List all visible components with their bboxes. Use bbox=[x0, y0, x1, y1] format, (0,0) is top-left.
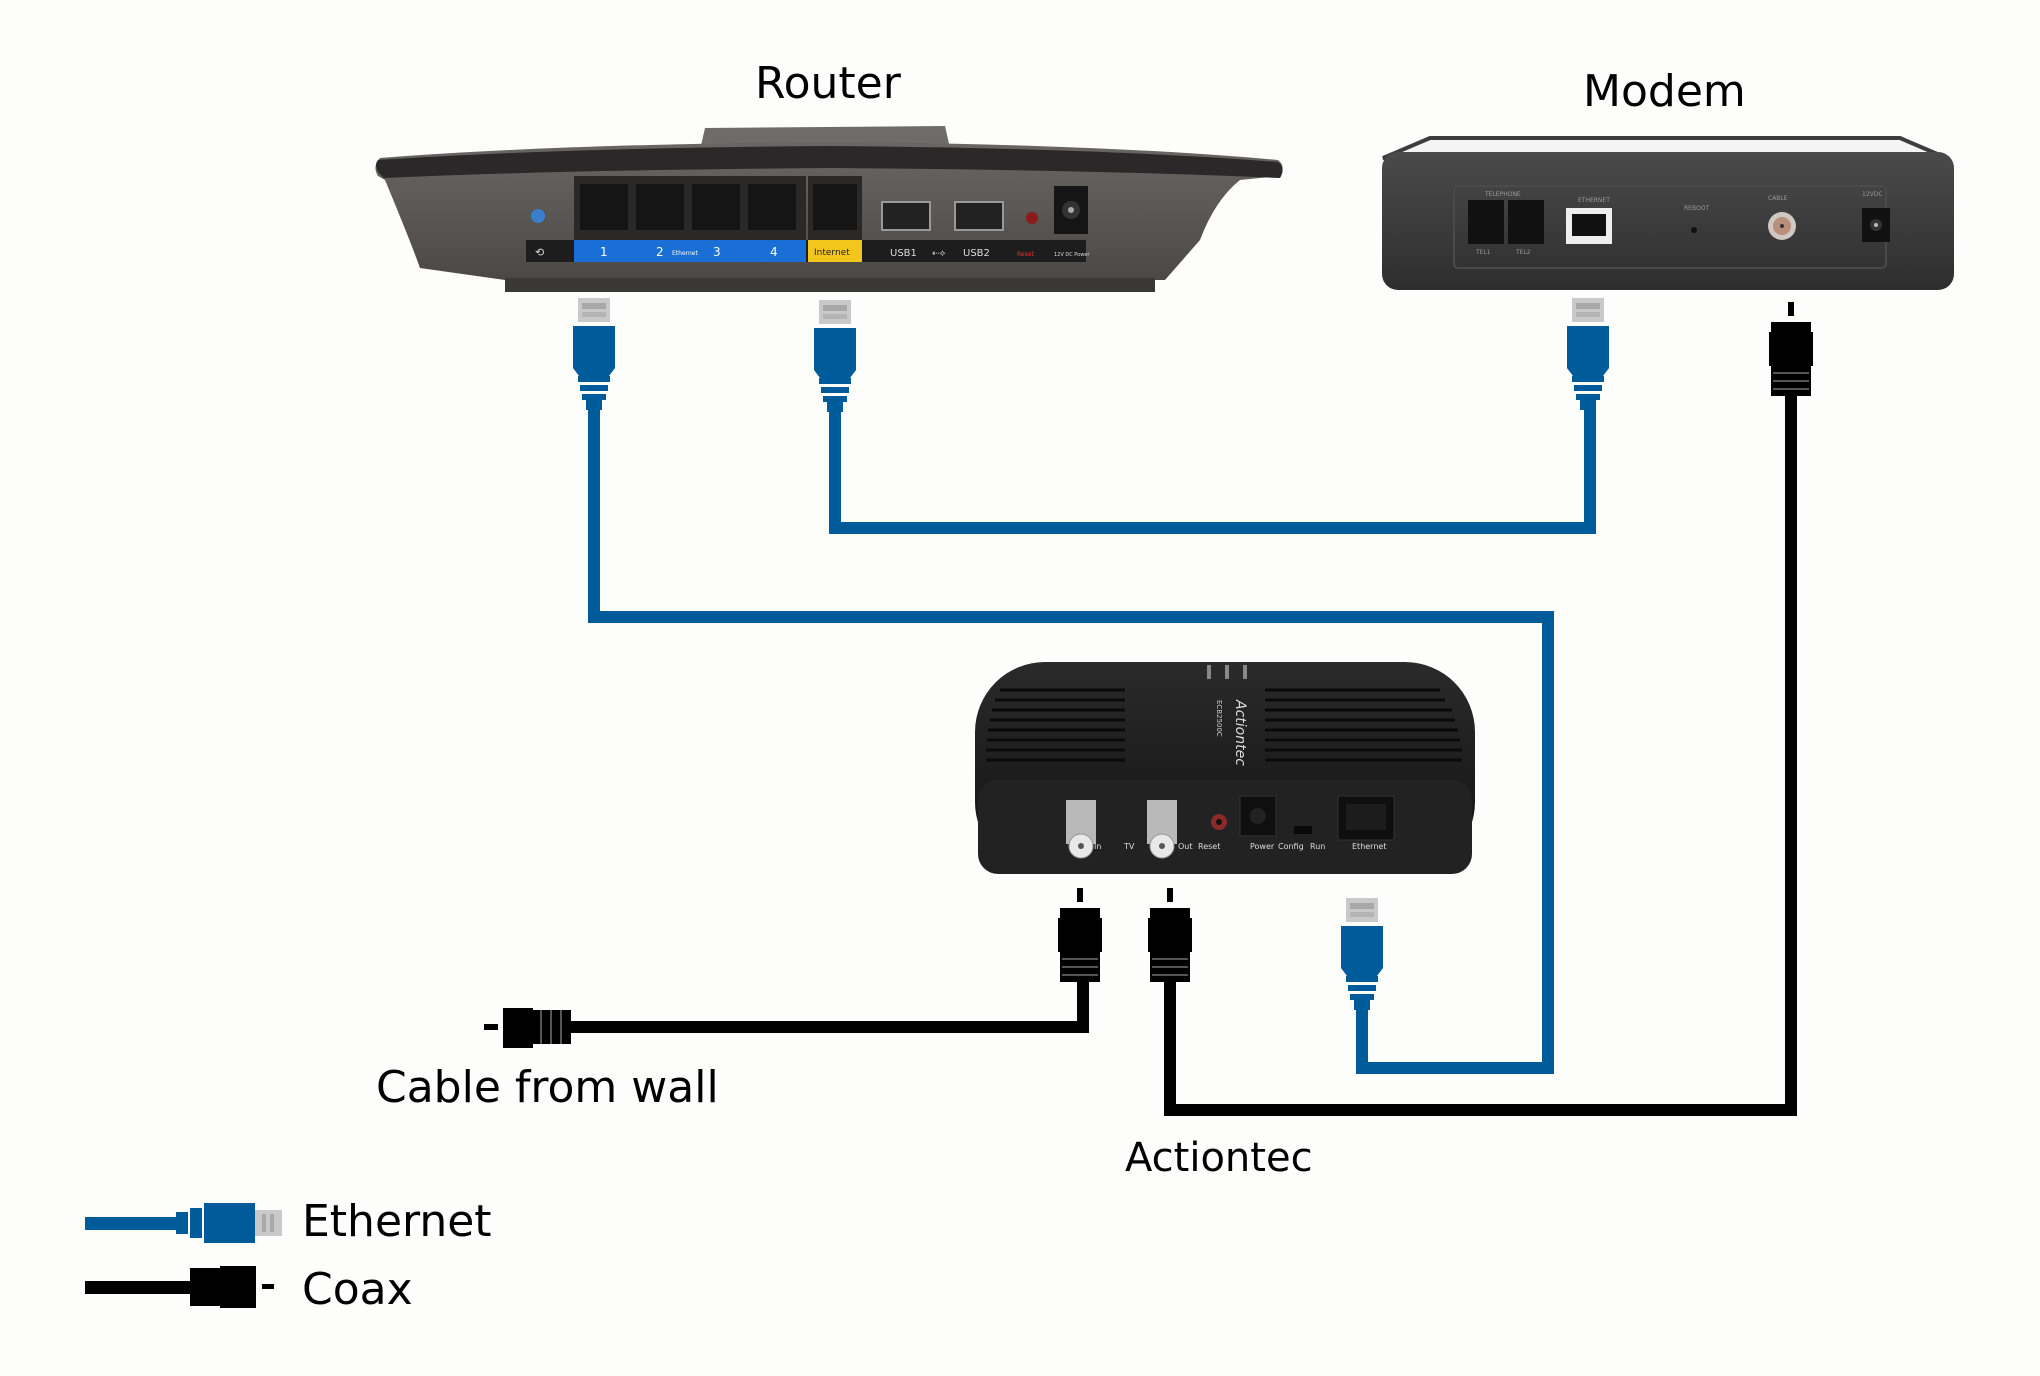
router-label: Router bbox=[755, 58, 901, 109]
router-lan-band bbox=[574, 240, 806, 262]
coax-connector-modem bbox=[1769, 302, 1813, 396]
ethernet-connector-modem bbox=[1567, 298, 1609, 410]
router-wps-icon: ⟲ bbox=[535, 246, 544, 259]
router-reset-button bbox=[1026, 212, 1038, 224]
ethernet-connector-router-lan bbox=[573, 298, 615, 410]
coax-cable-wall-to-actiontec bbox=[560, 970, 1089, 1033]
modem-label: Modem bbox=[1583, 66, 1746, 117]
router-ethernet-band-label: Ethernet bbox=[672, 250, 698, 257]
legend-coax-label: Coax bbox=[302, 1264, 413, 1315]
router-internet-label: Internet bbox=[814, 248, 850, 258]
router-lan-1-label: 1 bbox=[600, 245, 608, 259]
modem-reboot-label: REBOOT bbox=[1684, 205, 1709, 212]
coax-connector-actiontec-in bbox=[1058, 888, 1102, 982]
actiontec-power-label: Power bbox=[1250, 842, 1275, 851]
actiontec-config-label: Config bbox=[1278, 842, 1304, 851]
router-reset-label: Reset bbox=[1017, 251, 1034, 258]
modem-power-label: 12VDC bbox=[1862, 191, 1883, 198]
cable-from-wall-label: Cable from wall bbox=[376, 1062, 719, 1113]
ethernet-connector-router-internet bbox=[814, 300, 856, 412]
actiontec-config-switch bbox=[1294, 826, 1312, 834]
actiontec-run-label: Run bbox=[1310, 842, 1325, 851]
ethernet-connector-actiontec bbox=[1341, 898, 1383, 1010]
modem-device: TELEPHONE TEL1 TEL2 ETHERNET REBOOT CABL… bbox=[1382, 136, 1954, 290]
router-lan-3-label: 3 bbox=[713, 245, 721, 259]
actiontec-out-label: Out bbox=[1178, 842, 1193, 851]
coax-connector-wall bbox=[484, 1008, 571, 1048]
router-usb1-port bbox=[881, 201, 931, 231]
router-lan-2-label: 2 bbox=[656, 245, 664, 259]
legend-ethernet-label: Ethernet bbox=[302, 1196, 492, 1247]
actiontec-ethernet-label: Ethernet bbox=[1352, 842, 1386, 851]
router-usb2-port bbox=[954, 201, 1004, 231]
actiontec-in-label: In bbox=[1094, 842, 1101, 851]
actiontec-device: Actiontec ECB2500C In TV Out Reset Power… bbox=[975, 662, 1475, 874]
router-device: ⟲ 1 2 Ethernet 3 4 Internet USB1 ⇠⟡ USB2… bbox=[375, 126, 1283, 292]
legend-ethernet-swatch bbox=[85, 1203, 282, 1243]
usb-icon: ⇠⟡ bbox=[932, 249, 946, 259]
actiontec-reset-label: Reset bbox=[1198, 842, 1220, 851]
actiontec-model-label: ECB2500C bbox=[1215, 700, 1223, 737]
router-power-label: 12V DC Power bbox=[1054, 252, 1090, 258]
router-internet-band bbox=[808, 240, 862, 262]
modem-telephone-label: TELEPHONE bbox=[1484, 191, 1521, 198]
legend bbox=[85, 1203, 282, 1308]
actiontec-tv-label: TV bbox=[1123, 842, 1135, 851]
router-usb1-label: USB1 bbox=[890, 248, 917, 259]
router-lan-4-label: 4 bbox=[770, 245, 778, 259]
ethernet-cable-router-to-modem bbox=[829, 400, 1596, 534]
router-wps-led bbox=[531, 209, 545, 223]
actiontec-brand-logo: Actiontec bbox=[1232, 699, 1248, 766]
modem-ethernet-label: ETHERNET bbox=[1578, 197, 1610, 204]
modem-cable-label: CABLE bbox=[1768, 195, 1788, 202]
actiontec-label: Actiontec bbox=[1125, 1135, 1313, 1181]
modem-tel2-label: TEL2 bbox=[1515, 249, 1531, 256]
legend-coax-swatch bbox=[85, 1266, 274, 1308]
coax-connector-actiontec-out bbox=[1148, 888, 1192, 982]
coax-cable-modem-to-actiontec bbox=[1164, 390, 1797, 1116]
ethernet-cable-router-to-actiontec bbox=[588, 400, 1554, 1074]
modem-reboot-button bbox=[1691, 227, 1697, 233]
router-usb2-label: USB2 bbox=[963, 248, 990, 259]
modem-tel1-label: TEL1 bbox=[1475, 249, 1491, 256]
modem-tel1-port bbox=[1468, 200, 1504, 244]
modem-tel2-port bbox=[1508, 200, 1544, 244]
